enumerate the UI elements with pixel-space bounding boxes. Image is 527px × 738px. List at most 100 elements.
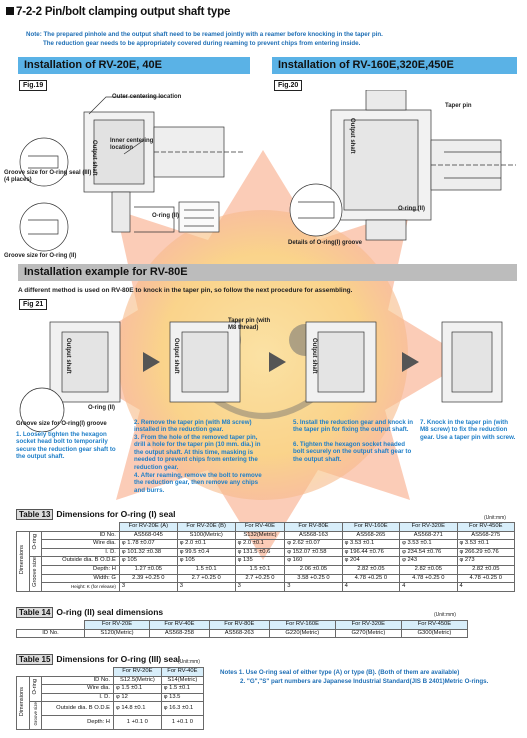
cell: φ 234.54 ±0.76	[399, 547, 458, 558]
table13-side-groove: Groove size	[28, 556, 43, 592]
cell: φ 204	[341, 556, 401, 566]
table13-title: Dimensions for O-ring (I) seal	[56, 509, 176, 519]
cell: 2.7 +0.25 0	[176, 573, 236, 584]
cell: φ 160	[284, 556, 343, 566]
cell: AS568-163	[284, 530, 343, 541]
table-row: Wire dia. φ 1.5 ±0.1 φ 1.5 ±0.1	[17, 684, 205, 694]
table-row: ID No. S120(Metric) AS568-258 AS568-263 …	[16, 628, 469, 639]
table14-col-header: For RV-450E	[400, 620, 469, 630]
cell: φ 3.53 ±0.1	[341, 539, 401, 549]
table-row: Depth: H 1.27 ±0.05 1.5 ±0.1 1.5 ±0.1 2.…	[17, 565, 516, 575]
table-row: I. D. φ 101.32 ±0.38 φ 99.5 ±0.4 φ 131.5…	[17, 547, 516, 558]
cell: φ 2.62 ±0.07	[284, 539, 343, 549]
cell: 2.82 ±0.05	[456, 565, 516, 575]
groove-o-ring-ii-label: Groove size for O-ring (II)	[4, 253, 77, 259]
heading-rv160e-320e-450e: Installation of RV-160E,320E,450E	[272, 57, 517, 74]
cell: 1 +0.1 0	[160, 715, 205, 731]
row-label: Outside dia. B O.D.E	[41, 701, 114, 717]
heading-rv20e-40e: Installation of RV-20E, 40E	[18, 57, 250, 74]
groove-o-ring-iii-label: Groove size for O-ring seal (III) (4 pla…	[4, 170, 92, 183]
cell: AS568-275	[456, 530, 516, 541]
cell: 3	[234, 582, 286, 592]
table15-col-header: For RV-20E	[112, 667, 162, 677]
cell: φ 3.53 ±0.1	[456, 539, 516, 549]
table13-col-header: For RV-40E	[234, 522, 286, 532]
cell: 1.5 ±0.1	[234, 565, 286, 575]
bottom-notes: Notes 1. Use O-ring seal of either type …	[220, 668, 520, 686]
table13-tag: Table 13	[16, 509, 54, 520]
cell: G220(Metric)	[268, 628, 336, 639]
table15: For RV-20E For RV-40E Dimensions O-ring …	[16, 667, 205, 731]
row-label: Outside dia. B O.D.E	[41, 556, 120, 566]
step-6: 6. Tighten the hexagon socket headed bol…	[293, 441, 412, 463]
groove-o-ring-i-label: Groove size for O-ring(I) groove	[16, 421, 107, 427]
row-label: Height: K (for release)	[41, 582, 120, 592]
cell: S100(Metric)	[176, 530, 236, 541]
cell: φ 14.8 ±0.1	[112, 701, 162, 717]
table14: For RV-20E For RV-40E For RV-80E For RV-…	[16, 620, 469, 639]
cell: AS568-265	[341, 530, 401, 541]
outer-centering-callout: Outer centering location	[112, 94, 182, 100]
cell: 2.39 +0.25 0	[118, 573, 178, 584]
table13-col-header: For RV-320E	[399, 522, 458, 532]
cell: φ 105	[118, 556, 178, 566]
row-label: Wire dia.	[41, 684, 114, 694]
rv80e-intro: A different method is used on RV-80E to …	[18, 287, 353, 294]
output-shaft-label-fig21-2: Output shaft	[173, 338, 179, 374]
reaming-note: Note: The prepared pinhole and the outpu…	[26, 30, 516, 48]
table15-side-groove: Groove size	[28, 701, 43, 731]
row-label: Wire dia.	[41, 539, 120, 549]
cell: 4.78 +0.25 0	[341, 573, 401, 584]
cell: AS568-258	[148, 628, 210, 639]
cell: G270(Metric)	[334, 628, 402, 639]
row-label: ID No.	[41, 530, 120, 541]
cell: φ 266.29 ±0.76	[456, 547, 516, 558]
step-3: 3. From the hole of the removed taper pi…	[134, 434, 261, 471]
table15-unit: (Unit:mm)	[178, 659, 200, 665]
cell: 3.58 +0.25 0	[284, 573, 343, 584]
cell: 2.7 +0.25 0	[234, 573, 286, 584]
table14-corner	[16, 620, 85, 630]
table13-col-header: For RV-20E (A)	[118, 522, 178, 532]
cell: φ 1.5 ±0.1	[112, 684, 162, 694]
step-4: 4. After reaming, remove the bolt to rem…	[134, 472, 262, 494]
table13-unit: (Unit:mm)	[484, 515, 506, 521]
note-1: Notes 1. Use O-ring seal of either type …	[220, 669, 460, 676]
cell: φ 243	[399, 556, 458, 566]
cell: φ 13.5	[160, 692, 205, 703]
fig21-label: Fig 21	[19, 299, 48, 310]
o-ring-ii-label-fig20: O-ring (II)	[398, 206, 425, 212]
table13: For RV-20E (A) For RV-20E (B) For RV-40E…	[16, 522, 516, 592]
step-5: 5. Install the reduction gear and knock …	[293, 419, 413, 434]
cell: φ 16.3 ±0.1	[160, 701, 205, 717]
fig19-label: Fig.19	[19, 80, 48, 91]
step-7: 7. Knock in the taper pin (with M8 screw…	[420, 419, 516, 441]
table15-title: Dimensions for O-ring (III) seal	[56, 654, 181, 664]
table14-unit: (Unit:mm)	[434, 612, 456, 618]
table14-col-header: For RV-40E	[148, 620, 210, 630]
cell: φ 3.53 ±0.1	[399, 539, 458, 549]
cell: S120(Metric)	[84, 628, 150, 639]
table15-corner	[16, 667, 114, 677]
cell: 3	[176, 582, 236, 592]
cell: 2.06 ±0.05	[284, 565, 343, 575]
table15-side-dims: Dimensions	[16, 675, 30, 731]
fig20-label: Fig.20	[274, 80, 303, 91]
row-label: Width: G	[41, 573, 120, 584]
cell: φ 196.44 ±0.76	[341, 547, 401, 558]
cell: AS568-045	[118, 530, 178, 541]
cell: 1.27 ±0.05	[118, 565, 178, 575]
cell: 1.5 ±0.1	[176, 565, 236, 575]
cell: φ 1.78 ±0.07	[118, 539, 178, 549]
cell: 4.78 +0.25 0	[456, 573, 516, 584]
output-shaft-label-fig21-3: Output shaft	[311, 338, 317, 374]
o-ring-ii-label-fig19: O-ring (II)	[152, 213, 179, 219]
row-label: Depth: H	[41, 715, 114, 731]
row-label: I. D.	[41, 692, 114, 703]
table14-col-header: For RV-160E	[268, 620, 336, 630]
fig20-drawing	[289, 90, 516, 241]
table-row: Wire dia. φ 1.78 ±0.07 φ 2.0 ±0.1 φ 2.0 …	[17, 539, 516, 549]
step-2: 2. Remove the taper pin (with M8 screw) …	[134, 419, 252, 434]
